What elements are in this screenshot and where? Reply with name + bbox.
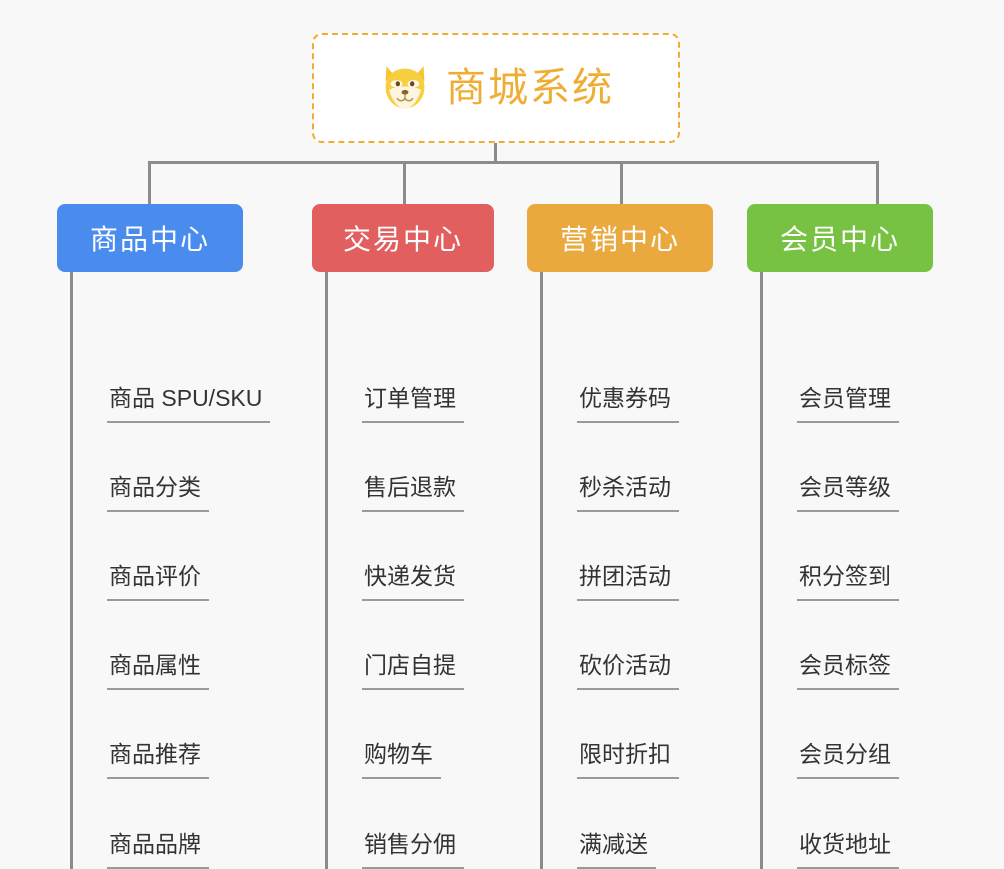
branch-header-trade[interactable]: 交易中心 — [312, 204, 494, 272]
connector-horizontal-bus — [148, 161, 879, 164]
list-item[interactable]: 商品属性 — [73, 601, 243, 690]
branch-header-marketing[interactable]: 营销中心 — [527, 204, 713, 272]
list-item[interactable]: 购物车 — [328, 690, 494, 779]
branch-leaf-list-trade: 订单管理 售后退款 快递发货 门店自提 购物车 销售分佣 — [325, 272, 494, 869]
connector-drop-1 — [148, 161, 151, 204]
leaf-label: 订单管理 — [362, 387, 464, 423]
branch-leaf-list-product: 商品 SPU/SKU 商品分类 商品评价 商品属性 商品推荐 商品品牌 — [70, 272, 271, 869]
list-item[interactable]: 会员分组 — [763, 690, 933, 779]
branch-header-label: 交易中心 — [342, 224, 463, 255]
root-title: 商城系统 — [446, 66, 614, 110]
list-item[interactable]: 砍价活动 — [543, 601, 713, 690]
mindmap-canvas: 商城系统 商品中心 商品 SPU/SKU 商品分类 商品评价 商品属性 商品推荐… — [57, 33, 933, 869]
branch-header-product[interactable]: 商品中心 — [57, 204, 243, 272]
leaf-label: 积分签到 — [797, 565, 899, 601]
leaf-label: 优惠券码 — [577, 387, 679, 423]
list-item[interactable]: 商品推荐 — [73, 690, 243, 779]
list-item[interactable]: 商品 SPU/SKU — [73, 334, 271, 423]
shiba-dog-face-icon — [385, 66, 425, 109]
branch-header-label: 商品中心 — [89, 224, 210, 255]
list-item[interactable]: 快递发货 — [328, 512, 494, 601]
list-item[interactable]: 秒杀活动 — [543, 423, 713, 512]
leaf-label: 会员标签 — [797, 654, 899, 690]
list-item[interactable]: 会员等级 — [763, 423, 933, 512]
list-item[interactable]: 销售分佣 — [328, 779, 494, 869]
list-item[interactable]: 会员标签 — [763, 601, 933, 690]
branch-leaf-list-marketing: 优惠券码 秒杀活动 拼团活动 砍价活动 限时折扣 满减送 — [540, 272, 713, 869]
list-item[interactable]: 门店自提 — [328, 601, 494, 690]
connector-root-stem — [494, 143, 497, 163]
branch-header-member[interactable]: 会员中心 — [747, 204, 933, 272]
leaf-label: 销售分佣 — [362, 833, 464, 869]
leaf-label: 商品 SPU/SKU — [107, 387, 271, 423]
list-item[interactable]: 售后退款 — [328, 423, 494, 512]
branch-column-product: 商品中心 商品 SPU/SKU 商品分类 商品评价 商品属性 商品推荐 商品品牌 — [57, 204, 271, 869]
leaf-label: 秒杀活动 — [577, 476, 679, 512]
leaf-label: 会员等级 — [797, 476, 899, 512]
connector-drop-4 — [876, 161, 879, 204]
list-item[interactable]: 商品分类 — [73, 423, 243, 512]
leaf-label: 收货地址 — [797, 833, 899, 869]
leaf-label: 会员分组 — [797, 743, 899, 779]
leaf-label: 售后退款 — [362, 476, 464, 512]
connector-drop-3 — [620, 161, 623, 204]
branch-column-trade: 交易中心 订单管理 售后退款 快递发货 门店自提 购物车 销售分佣 — [312, 204, 494, 869]
list-item[interactable]: 商品品牌 — [73, 779, 243, 869]
list-item[interactable]: 订单管理 — [328, 334, 494, 423]
branch-header-label: 营销中心 — [559, 224, 680, 255]
leaf-label: 满减送 — [577, 833, 656, 869]
leaf-label: 门店自提 — [362, 654, 464, 690]
leaf-label: 商品分类 — [107, 476, 209, 512]
list-item[interactable]: 会员管理 — [763, 334, 933, 423]
leaf-label: 商品推荐 — [107, 743, 209, 779]
branch-column-member: 会员中心 会员管理 会员等级 积分签到 会员标签 会员分组 收货地址 — [747, 204, 933, 869]
branch-leaf-list-member: 会员管理 会员等级 积分签到 会员标签 会员分组 收货地址 — [760, 272, 933, 869]
leaf-label: 砍价活动 — [577, 654, 679, 690]
list-item[interactable]: 限时折扣 — [543, 690, 713, 779]
leaf-label: 会员管理 — [797, 387, 899, 423]
list-item[interactable]: 满减送 — [543, 779, 713, 869]
leaf-label: 拼团活动 — [577, 565, 679, 601]
list-item[interactable]: 商品评价 — [73, 512, 243, 601]
connector-drop-2 — [403, 161, 406, 204]
list-item[interactable]: 优惠券码 — [543, 334, 713, 423]
list-item[interactable]: 收货地址 — [763, 779, 933, 869]
leaf-label: 快递发货 — [362, 565, 464, 601]
leaf-label: 商品品牌 — [107, 833, 209, 869]
branch-header-label: 会员中心 — [779, 224, 900, 255]
leaf-label: 限时折扣 — [577, 743, 679, 779]
leaf-label: 商品属性 — [107, 654, 209, 690]
list-item[interactable]: 拼团活动 — [543, 512, 713, 601]
root-node[interactable]: 商城系统 — [312, 33, 680, 143]
leaf-label: 商品评价 — [107, 565, 209, 601]
leaf-label: 购物车 — [362, 743, 441, 779]
list-item[interactable]: 积分签到 — [763, 512, 933, 601]
branch-column-marketing: 营销中心 优惠券码 秒杀活动 拼团活动 砍价活动 限时折扣 满减送 — [527, 204, 713, 869]
